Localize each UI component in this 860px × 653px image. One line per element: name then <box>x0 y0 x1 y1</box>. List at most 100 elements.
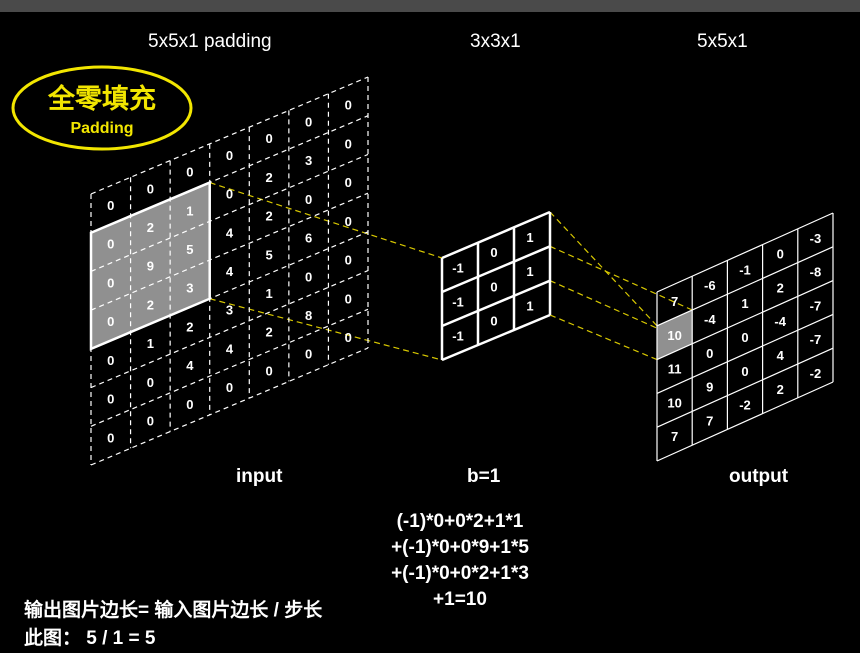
grid-line <box>656 381 834 462</box>
cell-value: 3 <box>226 303 233 318</box>
cell-value: 0 <box>305 114 312 129</box>
cell-value: 0 <box>345 175 352 190</box>
output-header: 5x5x1 <box>697 31 748 52</box>
grid-line <box>441 210 551 260</box>
cell-value: 0 <box>226 187 233 202</box>
output-size-example: 此图： 5 / 1 = 5 <box>24 628 156 649</box>
grid-line <box>90 153 369 272</box>
cell-value: -2 <box>739 398 751 413</box>
kernel-grid: -101-101-101 <box>440 210 552 362</box>
cell-value: 0 <box>345 214 352 229</box>
cell-value: 2 <box>777 280 784 295</box>
cell-value: 4 <box>226 341 234 356</box>
cell-value: 3 <box>186 281 193 296</box>
cell-value: 9 <box>147 259 154 274</box>
calculation: (-1)*0+0*2+1*1 +(-1)*0+0*9+1*5 +(-1)*0+0… <box>350 509 570 613</box>
input-header: 5x5x1 padding <box>148 31 272 52</box>
cell-value: -2 <box>810 366 822 381</box>
cell-value: 9 <box>706 380 713 395</box>
cell-value: 0 <box>107 275 114 290</box>
cell-value: 0 <box>147 414 154 429</box>
cell-value: 4 <box>777 348 785 363</box>
cell-value: -4 <box>774 314 786 329</box>
cell-value: 4 <box>226 264 234 279</box>
cell-value: -1 <box>739 262 751 277</box>
cell-value: 5 <box>265 247 272 262</box>
cell-value: 8 <box>305 308 312 323</box>
grid-line <box>656 280 834 361</box>
cell-value: 0 <box>147 375 154 390</box>
cell-value: -4 <box>704 312 716 327</box>
cell-value: 0 <box>345 253 352 268</box>
cell-value: 0 <box>490 313 497 328</box>
cell-value: 0 <box>107 430 114 445</box>
cell-value: 2 <box>265 209 272 224</box>
connector-lines <box>209 182 693 361</box>
cell-value: 2 <box>265 325 272 340</box>
kernel-header: 3x3x1 <box>470 31 521 52</box>
cell-value: -3 <box>810 231 822 246</box>
cell-value: -1 <box>452 260 464 275</box>
cell-value: 0 <box>345 291 352 306</box>
cell-value: 2 <box>777 382 784 397</box>
cell-value: 0 <box>186 397 193 412</box>
kernel-caption: b=1 <box>467 466 501 487</box>
cell-value: -6 <box>704 278 716 293</box>
grid-line <box>441 245 551 294</box>
grid-line <box>441 313 551 362</box>
cell-value: 0 <box>741 330 748 345</box>
cell-value: 5 <box>186 242 193 257</box>
cell-value: 2 <box>186 319 193 334</box>
cell-value: 4 <box>186 358 194 373</box>
cell-value: 0 <box>777 247 784 262</box>
grid-line <box>656 212 834 293</box>
output-size-rule: 输出图片边长= 输入图片边长 / 步长 <box>24 600 323 621</box>
connector-line <box>209 298 443 361</box>
cell-value: -8 <box>810 265 822 280</box>
cell-value: 4 <box>226 225 234 240</box>
calc-line: +1=10 <box>433 589 487 610</box>
cell-value: 7 <box>671 294 678 309</box>
cell-value: 0 <box>107 237 114 252</box>
cell-value: 1 <box>526 264 533 279</box>
cell-value: 0 <box>107 314 114 329</box>
cell-value: -7 <box>810 332 822 347</box>
cell-value: 0 <box>265 363 272 378</box>
cell-value: 0 <box>345 330 352 345</box>
cell-value: -7 <box>810 298 822 313</box>
cell-value: 0 <box>706 346 713 361</box>
cell-value: 0 <box>741 364 748 379</box>
cell-value: 2 <box>147 220 154 235</box>
cell-value: 3 <box>305 153 312 168</box>
cell-value: -1 <box>452 294 464 309</box>
cell-value: 11 <box>668 362 682 377</box>
cell-value: 0 <box>490 279 497 294</box>
cell-value: 1 <box>526 298 533 313</box>
cell-value: 0 <box>147 181 154 196</box>
calc-line: +(-1)*0+0*2+1*3 <box>391 563 529 584</box>
cell-value: -1 <box>452 328 464 343</box>
input-grid: 0000000021023009542000234560012310000442… <box>89 76 369 466</box>
connector-line <box>549 314 658 361</box>
cell-value: 1 <box>741 296 748 311</box>
cell-value: 0 <box>345 136 352 151</box>
cell-value: 0 <box>345 98 352 113</box>
calc-line: +(-1)*0+0*9+1*5 <box>391 537 529 558</box>
grid-line <box>441 279 551 328</box>
cell-value: 0 <box>305 192 312 207</box>
connector-line <box>549 245 693 311</box>
solid-border <box>89 180 211 351</box>
connector-line <box>549 211 658 327</box>
cell-value: 7 <box>706 413 713 428</box>
top-bar <box>0 0 860 12</box>
grid-line <box>656 246 834 327</box>
cell-value: 10 <box>667 395 681 410</box>
cell-value: 1 <box>186 203 193 218</box>
cell-value: 0 <box>107 353 114 368</box>
cell-value: 2 <box>147 297 154 312</box>
connector-line <box>549 280 693 345</box>
cell-value: 0 <box>305 347 312 362</box>
badge-title: 全零填充 <box>47 83 156 115</box>
connector-line <box>209 182 443 259</box>
